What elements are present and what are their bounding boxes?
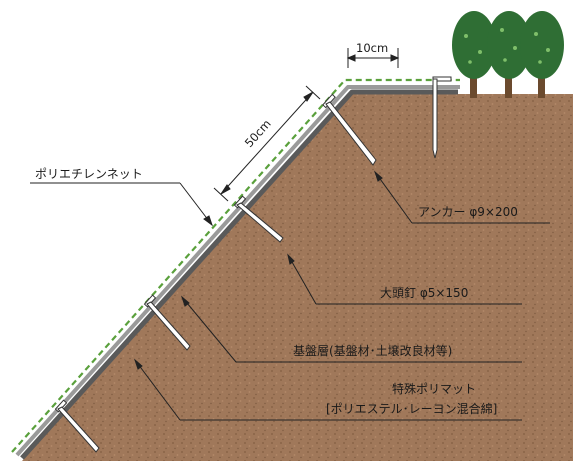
base-layer xyxy=(20,89,458,460)
slope-anchor xyxy=(322,93,377,166)
nail-1 xyxy=(233,195,284,243)
anchor-label: アンカー φ9×200 xyxy=(418,205,518,219)
tree-icon xyxy=(452,11,496,98)
nail-3 xyxy=(54,399,100,453)
mat-label-line1: 特殊ポリマット xyxy=(392,381,476,396)
net-layer xyxy=(11,78,460,453)
mat-label-line2: [ポリエステル･レーヨン混合綿] xyxy=(326,401,497,416)
base-layer-leader xyxy=(180,295,522,363)
anchor-pin xyxy=(432,76,452,159)
nail-label: 大頭釘 φ5×150 xyxy=(380,285,468,300)
soil-body xyxy=(22,94,573,461)
mat-layer xyxy=(15,85,460,457)
dimension-50cm xyxy=(213,85,321,202)
tree-icon xyxy=(520,11,564,98)
nail-2 xyxy=(143,294,191,351)
dimension-10cm-label: 10cm xyxy=(356,41,388,55)
tree-icon xyxy=(487,11,531,98)
nail-leader xyxy=(287,253,522,305)
net-label: ポリエチレンネット xyxy=(35,167,143,181)
dimension-50cm-label: 50cm xyxy=(242,117,274,150)
mat-leader xyxy=(133,358,522,421)
net-leader xyxy=(30,182,213,227)
anchor-leader xyxy=(373,170,550,224)
dimension-10cm xyxy=(346,48,400,68)
base-layer-label: 基盤層(基盤材･土壌改良材等) xyxy=(293,343,452,358)
